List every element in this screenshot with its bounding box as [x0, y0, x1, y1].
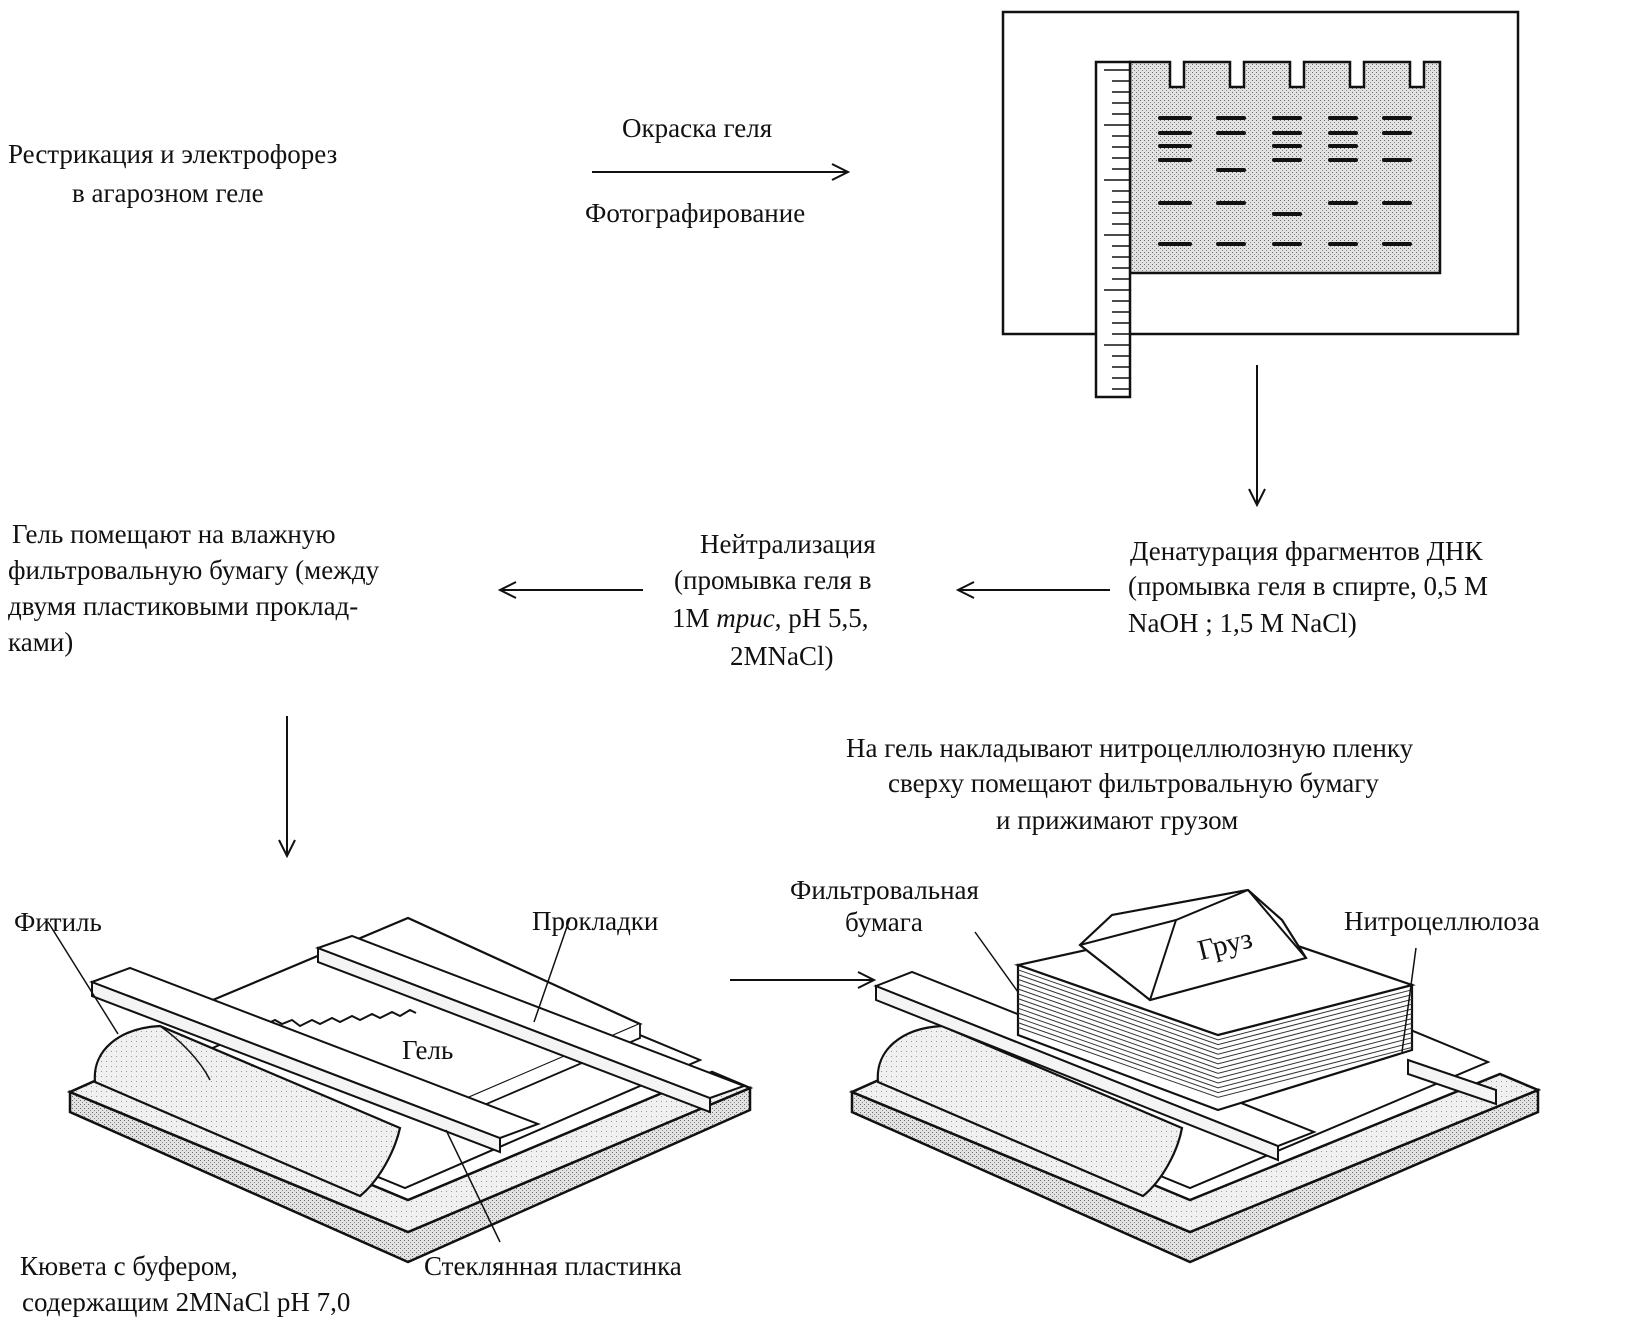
- overlay-line2: сверху помещают фильтровальную бумагу: [888, 768, 1379, 798]
- neutralization-line2: (промывка геля в: [674, 565, 872, 595]
- denaturation-line2: (промывка геля в спирте, 0,5 М: [1128, 571, 1489, 601]
- neutralization-line3-suffix: , pH 5,5,: [774, 603, 869, 633]
- left-blot-apparatus: [47, 916, 754, 1264]
- wick-label: Фитиль: [14, 907, 102, 937]
- overlay-line1: На гель накладывают нитроцеллюлозную пле…: [846, 733, 1414, 763]
- neutralization-line3: 1М трис, pH 5,5,: [672, 600, 869, 637]
- gel-label: Гель: [402, 1035, 454, 1065]
- nitrocellulose-label: Нитроцеллюлоза: [1344, 906, 1540, 936]
- filter-paper-label-line2: бумага: [845, 907, 923, 937]
- tray-label-line1: Кювета с буфером,: [20, 1251, 238, 1281]
- placement-line2: фильтровальную бумагу (между: [8, 555, 380, 585]
- photograph-label: Фотографирование: [585, 198, 806, 228]
- neutralization-line1: Нейтрализация: [700, 529, 876, 559]
- placement-line3: двумя пластиковыми проклад-: [8, 591, 359, 621]
- restriction-line1: Рестрикация и электрофорез: [8, 139, 338, 169]
- denaturation-line1: Денатурация фрагментов ДНК: [1130, 536, 1483, 566]
- tray-label-line2: содержащим 2MNaCl pH 7,0: [22, 1287, 351, 1317]
- neutralization-line3-italic: трис: [716, 603, 775, 633]
- right-blot-apparatus: [848, 888, 1542, 1264]
- placement-line1: Гель помещают на влажную: [12, 519, 336, 549]
- gel-photograph: [1001, 10, 1520, 399]
- neutralization-line3-prefix: 1М: [672, 603, 717, 633]
- overlay-line3: и прижимают грузом: [996, 805, 1239, 835]
- glass-plate-label: Стеклянная пластинка: [424, 1251, 682, 1281]
- denaturation-line3: NaOH ; 1,5 M NaCl): [1128, 608, 1357, 638]
- filter-paper-label-line1: Фильтровальная: [790, 875, 979, 905]
- spacers-label: Прокладки: [532, 906, 659, 936]
- neutralization-line4: 2MNaCl): [730, 641, 834, 671]
- restriction-line2: в агарозном геле: [72, 178, 264, 208]
- placement-line4: ками): [8, 627, 74, 657]
- stain-gel-label: Окраска геля: [622, 113, 773, 143]
